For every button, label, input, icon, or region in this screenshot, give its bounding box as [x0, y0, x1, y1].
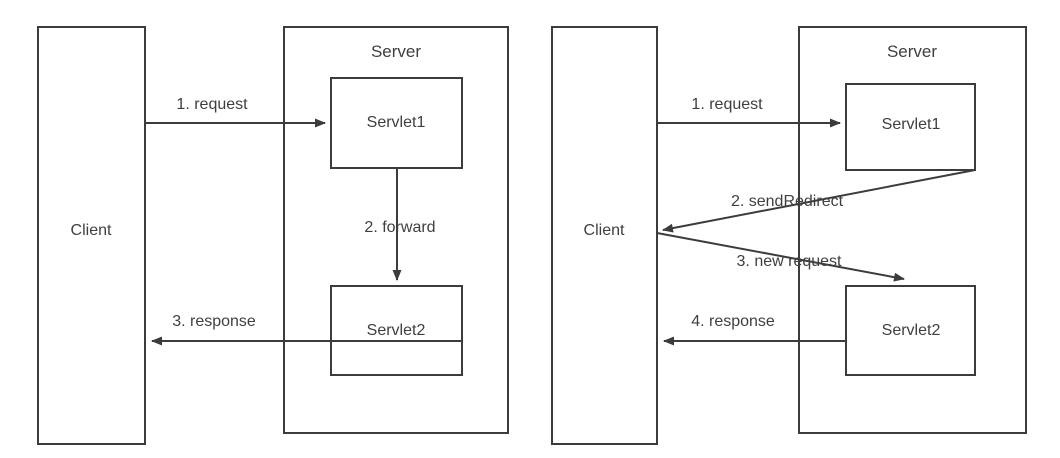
servlet2-label-sendredirect: Servlet2	[881, 322, 941, 339]
servlet2-box-forward	[330, 285, 463, 376]
client-container-sendredirect	[551, 26, 658, 445]
arrow-label-forward-1-request: 1. request	[176, 96, 248, 113]
client-container-forward	[37, 26, 146, 445]
sendredirect-diagram-shapes	[551, 26, 1027, 445]
servlet2-box-sendredirect	[845, 285, 976, 376]
servlet1-box-forward	[330, 77, 463, 169]
arrow-label-sendredirect-2-sendredirect: 2. sendRedirect	[730, 193, 844, 210]
arrow-label-sendredirect-3-new-request: 3. new request	[736, 253, 842, 270]
arrow-label-sendredirect-1-request: 1. request	[691, 96, 763, 113]
servlet2-label-forward: Servlet2	[366, 322, 426, 339]
client-label-sendredirect: Client	[583, 222, 625, 239]
server-label-forward: Server	[370, 42, 422, 61]
client-label-forward: Client	[70, 222, 112, 239]
servlet1-label-sendredirect: Servlet1	[881, 116, 941, 133]
servlet1-label-forward: Servlet1	[366, 114, 426, 131]
servlet1-box-sendredirect	[845, 83, 976, 171]
forward-diagram-shapes	[37, 26, 509, 445]
arrow-label-sendredirect-4-response: 4. response	[691, 313, 775, 330]
arrow-label-forward-2-forward: 2. forward	[364, 219, 436, 236]
arrow-sendredirect-3-new-request	[656, 232, 905, 282]
arrow-sendredirect-2-sendredirect	[662, 169, 976, 233]
server-label-sendredirect: Server	[886, 42, 938, 61]
arrow-label-forward-3-response: 3. response	[172, 313, 256, 330]
